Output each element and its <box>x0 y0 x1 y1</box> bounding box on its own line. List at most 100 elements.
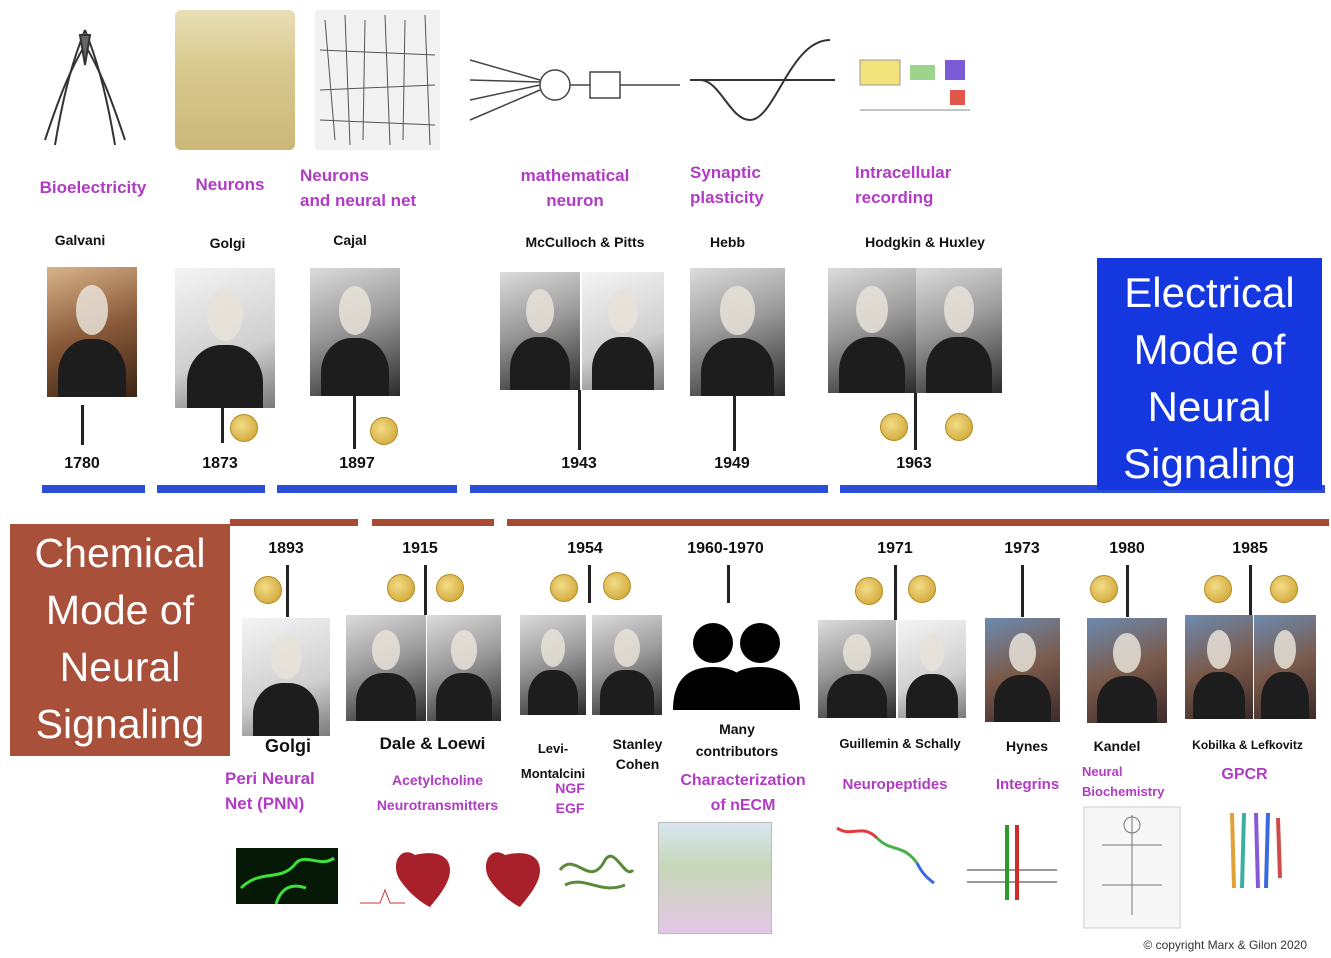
topic-peri-neural-net: Peri Neural Net (PNN) <box>225 769 315 813</box>
gpcr-structure <box>1230 812 1282 889</box>
scientist-hebb: Hebb <box>710 234 745 250</box>
frog-legs-illustration <box>44 29 126 146</box>
electrical-title-line: Electrical <box>1124 269 1295 316</box>
connector-line <box>1126 565 1129 617</box>
portrait-hebb <box>690 268 785 396</box>
scientist-stanley-cohen: Stanley Cohen <box>612 736 663 772</box>
chemical-timeline-bar <box>230 519 358 526</box>
neuron-layers-illustration <box>175 10 295 150</box>
portrait-levi-montalcini <box>520 615 586 715</box>
scientist-hynes: Hynes <box>1005 738 1049 754</box>
chemical-title-line: Signaling <box>35 701 205 747</box>
portrait-galvani <box>47 267 137 397</box>
nobel-medal-icon <box>550 574 578 602</box>
topic-acetylcholine-neurotransmitters: Acetylcholine Neurotransmitters <box>376 772 499 813</box>
year-1897: 1897 <box>339 455 375 472</box>
portrait-loewi <box>427 615 501 721</box>
year-1893: 1893 <box>268 540 304 557</box>
year-1980: 1980 <box>1109 540 1145 557</box>
year-1963: 1963 <box>896 455 932 472</box>
year-1915: 1915 <box>402 540 438 557</box>
portrait-cajal <box>310 268 400 396</box>
chemical-title-line: Chemical <box>34 530 206 576</box>
connector-line <box>221 408 224 443</box>
scientist-hodgkin-huxley: Hodgkin & Huxley <box>865 234 985 250</box>
portrait-stanley-cohen <box>592 615 662 715</box>
nobel-medal-icon <box>230 414 258 442</box>
topic-intracellular-recording: Intracellular recording <box>855 163 952 207</box>
electrical-title-line: Signaling <box>1123 440 1296 487</box>
connector-line <box>353 396 356 449</box>
chemical-mode-title-box: Chemical Mode of Neural Signaling <box>10 524 230 756</box>
connector-line <box>1021 565 1024 617</box>
connector-line <box>588 565 591 603</box>
year-1954: 1954 <box>567 540 603 557</box>
connector-line <box>286 565 289 617</box>
pnn-microscopy-image <box>236 848 338 904</box>
neural-net-drawing <box>315 10 440 150</box>
scientist-golgi-bottom: Golgi <box>265 736 311 756</box>
portrait-kobilka <box>1185 615 1253 719</box>
portrait-huxley <box>916 268 1002 393</box>
topic-integrins: Integrins <box>995 776 1060 793</box>
scientist-guillemin-schally: Guillemin & Schally <box>839 736 961 751</box>
nobel-medal-icon <box>855 577 883 605</box>
scientist-levi-montalcini: Levi- Montalcini <box>520 741 586 781</box>
electrical-timeline-bar <box>42 485 145 493</box>
year-1960-1970: 1960-1970 <box>687 540 764 557</box>
electrical-title-line: Neural <box>1147 383 1272 430</box>
connector-line <box>733 396 736 451</box>
scientist-kobilka-lefkovitz: Kobilka & Lefkovitz <box>1192 738 1303 752</box>
copyright-notice: © copyright Marx & Gilon 2020 <box>1143 938 1307 952</box>
year-1971: 1971 <box>877 540 913 557</box>
topic-mathematical-neuron: mathematical neuron <box>520 166 630 210</box>
year-1873: 1873 <box>202 455 238 472</box>
portrait-lefkovitz <box>1254 615 1316 719</box>
electrical-timeline-bar <box>840 485 1325 493</box>
nobel-medal-icon <box>1090 575 1118 603</box>
nobel-medal-icon <box>387 574 415 602</box>
chemical-title-line: Neural <box>59 644 181 690</box>
year-1780: 1780 <box>64 455 100 472</box>
nobel-medal-icon <box>254 576 282 604</box>
chemical-timeline-bar <box>372 519 494 526</box>
mathematical-neuron-diagram <box>469 59 680 121</box>
electrical-timeline-bar <box>157 485 265 493</box>
connector-line <box>424 565 427 615</box>
nobel-medal-icon <box>370 417 398 445</box>
year-1949: 1949 <box>714 455 750 472</box>
connector-line <box>81 405 84 445</box>
topic-synaptic-plasticity: Synaptic plasticity <box>690 163 764 207</box>
portrait-kandel <box>1087 618 1167 723</box>
portrait-golgi-top <box>175 268 275 408</box>
portrait-schally <box>898 620 966 718</box>
chemical-title-line: Mode of <box>45 587 195 633</box>
nobel-medal-icon <box>945 413 973 441</box>
portrait-hynes <box>985 618 1060 722</box>
neuropeptide-structure <box>836 826 935 885</box>
year-1973: 1973 <box>1004 540 1040 557</box>
topic-neurons-and-neural-net: Neurons and neural net <box>300 166 417 210</box>
connector-line <box>914 393 917 450</box>
portrait-dale <box>346 615 426 721</box>
silhouettes-icon <box>673 623 800 710</box>
electrical-timeline-bar <box>277 485 457 493</box>
scientist-kandel: Kandel <box>1093 738 1141 754</box>
topic-characterization-necm: Characterization of nECM <box>680 772 806 814</box>
nobel-medal-icon <box>603 572 631 600</box>
portrait-pitts <box>582 272 664 390</box>
portrait-guillemin <box>818 620 896 718</box>
ngf-protein-structure <box>558 854 635 890</box>
electrical-timeline-bar <box>470 485 828 493</box>
nobel-medal-icon <box>436 574 464 602</box>
topic-bioelectricity: Bioelectricity <box>39 178 147 197</box>
portrait-mcculloch <box>500 272 580 390</box>
integrin-diagram <box>967 825 1057 900</box>
ltp-ltd-curve <box>690 39 835 122</box>
heart-diagram-illustration <box>360 852 540 907</box>
scientist-mcculloch-pitts: McCulloch & Pitts <box>525 234 645 250</box>
year-1943: 1943 <box>561 455 597 472</box>
topic-gpcr: GPCR <box>1221 766 1268 783</box>
intracellular-recording-diagram <box>859 59 970 111</box>
neural-biochemistry-diagram <box>1083 806 1181 929</box>
